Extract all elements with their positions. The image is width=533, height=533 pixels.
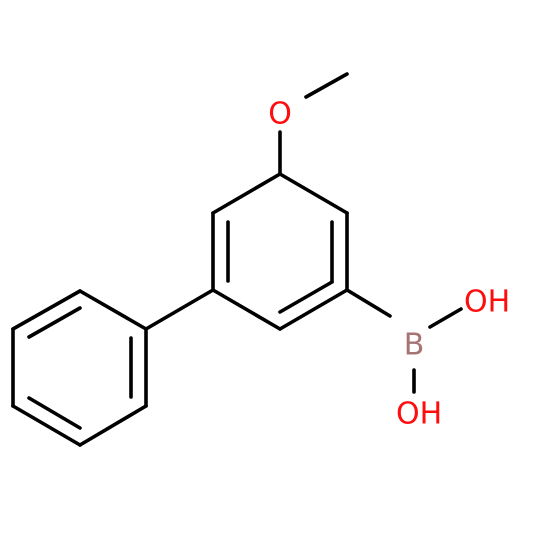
methoxy-group: O [268, 72, 349, 176]
bond-ring-bottom-left [211, 288, 282, 331]
hydroxyl-top-label: OH [464, 285, 510, 320]
boronic-acid-group: B OH OH [345, 285, 510, 432]
bond-ring-top-right [278, 172, 349, 215]
phenyl-double-bond-inner-bottom [27, 396, 82, 430]
phenyl-ring [11, 289, 148, 447]
boron-label: B [404, 328, 425, 363]
bond-ring-bottom-right [278, 288, 349, 331]
phenyl-double-bond-inner-top [27, 306, 82, 339]
bond-boron-to-oh-top [428, 307, 463, 329]
bond-ring-to-boron [345, 288, 392, 318]
methoxy-oxygen-label: O [268, 97, 292, 132]
bond-phenyl-bottom-right [78, 404, 148, 447]
bond-oxygen-to-methyl [304, 72, 349, 99]
hydroxyl-bottom-label: OH [396, 397, 442, 432]
bond-phenyl-left-top [11, 289, 82, 331]
bond-phenyl-top-left [78, 289, 148, 331]
bond-phenyl-bottom-left [11, 404, 82, 447]
bond-ring-top-left [211, 172, 282, 215]
bond-biaryl-link [144, 288, 215, 331]
central-benzene-ring [211, 172, 349, 331]
double-bond-inner-bottom [278, 280, 334, 314]
